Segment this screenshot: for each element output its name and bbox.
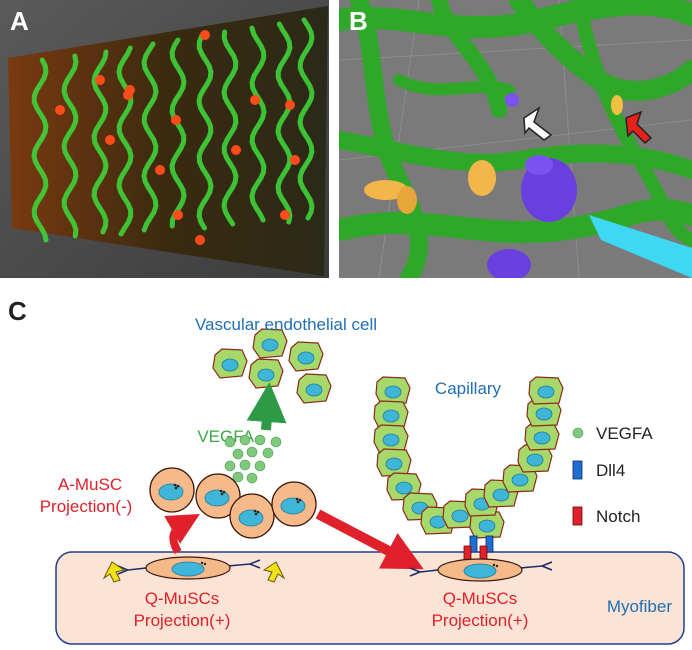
blood-vessel xyxy=(572,0,692,247)
q-musc-left-label-line1: Q-MuSCs xyxy=(145,589,220,608)
blood-vessel xyxy=(431,0,507,118)
capillary-fiber xyxy=(275,21,293,225)
red-nucleus-dot xyxy=(285,100,295,110)
red-arrow xyxy=(315,509,424,570)
red-nucleus-dot xyxy=(280,210,290,220)
q-musc-left-label-line2: Projection(+) xyxy=(134,611,231,630)
red-nucleus-dot xyxy=(195,235,205,245)
red-nucleus-dot xyxy=(290,155,300,165)
schematic-diagram: C Vascular endothelial cell VEGFA A-MuSC… xyxy=(8,296,685,645)
red-nucleus-dot xyxy=(200,30,210,40)
yellow-cell-3 xyxy=(611,95,623,115)
curved-red-arrow xyxy=(164,514,200,554)
capillary-fiber xyxy=(116,45,134,237)
red-nucleus-dot xyxy=(231,145,241,155)
capillary-fiber xyxy=(141,41,159,233)
blood-vessel xyxy=(339,198,692,244)
legend-dll4-icon xyxy=(572,460,583,480)
panel-b-reconstruction: B xyxy=(339,0,692,278)
panel-a-microscopy: A xyxy=(0,0,329,278)
red-nucleus-dot xyxy=(155,165,165,175)
endothelial-cell-cluster xyxy=(212,328,332,404)
capillary-fiber xyxy=(169,37,187,229)
a-musc-label-line2: Projection(-) xyxy=(40,497,133,516)
red-nucleus-dot xyxy=(95,75,105,85)
blood-vessel xyxy=(350,0,428,278)
capillary-fiber xyxy=(61,53,79,239)
white-arrow-icon xyxy=(523,106,553,141)
capillary-fiber xyxy=(31,57,49,243)
tissue-slab xyxy=(8,6,328,276)
myofiber-label: Myofiber xyxy=(607,597,673,616)
red-nucleus-dot xyxy=(55,105,65,115)
capillary-fiber xyxy=(221,29,239,227)
legend-vegfa-icon xyxy=(572,427,584,439)
capillary-label: Capillary xyxy=(435,379,502,398)
green-arrow xyxy=(246,382,287,431)
capillary-fiber xyxy=(196,33,214,231)
yellow-arrow-right-icon xyxy=(262,561,286,583)
yellow-cell-2 xyxy=(468,160,496,196)
panel-b-label: B xyxy=(349,6,368,36)
q-musc-right-label-line2: Projection(+) xyxy=(432,611,529,630)
red-nucleus-dot xyxy=(171,115,181,125)
red-arrow-icon xyxy=(625,110,653,145)
red-nucleus-dot xyxy=(105,135,115,145)
panel-a-image: A xyxy=(0,0,329,278)
vascular-endothelial-label: Vascular endothelial cell xyxy=(195,315,377,334)
red-nucleus-dot xyxy=(125,85,135,95)
yellow-cell-1 xyxy=(364,180,408,200)
q-musc-right-label-line1: Q-MuSCs xyxy=(443,589,518,608)
legend-vegfa-label: VEGFA xyxy=(596,424,653,443)
legend: VEGFA Dll4 Notch xyxy=(572,424,653,526)
red-nucleus-dot xyxy=(173,210,183,220)
panel-c-schematic: C Vascular endothelial cell VEGFA A-MuSC… xyxy=(0,290,692,650)
panel-a-label: A xyxy=(10,6,29,36)
legend-notch-label: Notch xyxy=(596,507,640,526)
legend-dll4-label: Dll4 xyxy=(596,461,625,480)
legend-notch-icon xyxy=(572,506,583,526)
red-nucleus-dot xyxy=(250,95,260,105)
panel-c-label: C xyxy=(8,296,27,326)
capillary-cells xyxy=(373,376,564,539)
capillary-fiber xyxy=(249,25,267,223)
capillary-fiber xyxy=(297,17,315,221)
a-musc-label-line1: A-MuSC xyxy=(58,475,122,494)
capillary-fiber xyxy=(91,49,109,235)
cyan-structure xyxy=(589,215,692,278)
vegfa-particles xyxy=(224,434,282,484)
blood-vessel xyxy=(393,74,515,96)
panel-b-image: B xyxy=(339,0,692,278)
yellow-arrow-left-icon xyxy=(102,561,126,583)
